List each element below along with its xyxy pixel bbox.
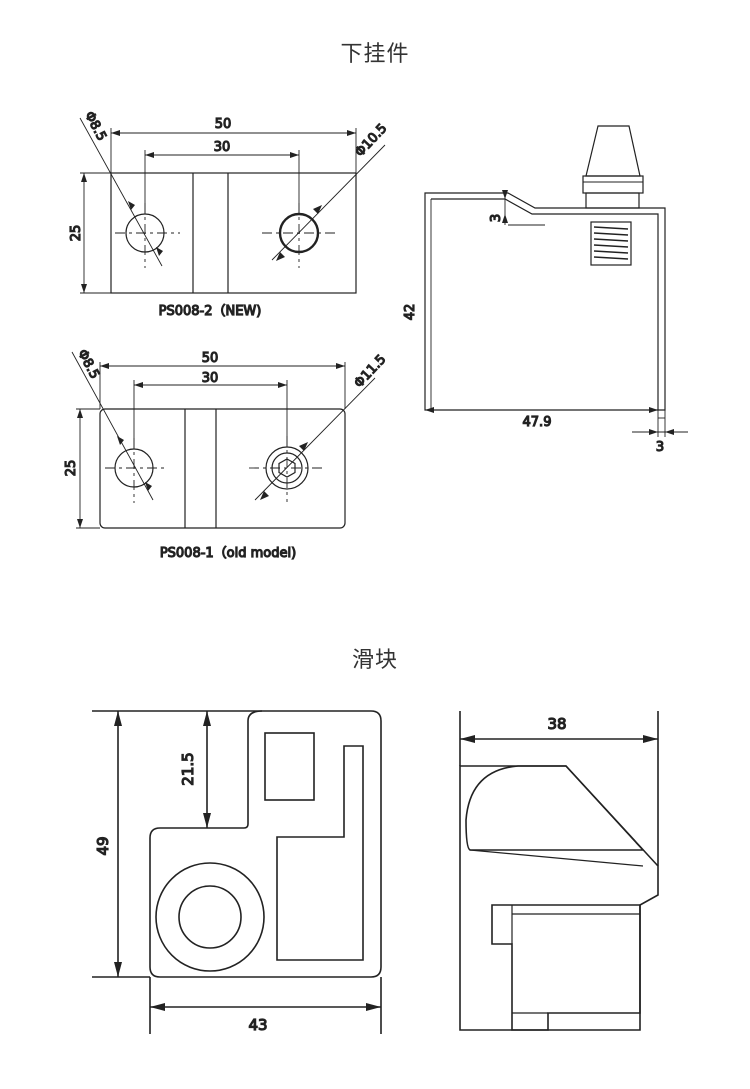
- slider-front-top-label: 21.5: [179, 752, 197, 785]
- hinge-side-thread-lines: [593, 226, 629, 260]
- hinge-side-bolt-base: [582, 175, 644, 194]
- hinge-new-centerlines: [115, 203, 338, 268]
- hinge-side-height-label: 42: [403, 304, 418, 321]
- slider-front-l-pocket: [276, 745, 364, 961]
- hinge-old-right-leader: [254, 377, 376, 501]
- hinge-side-plate-outer: [424, 192, 666, 411]
- hinge-old-caption: PS008-1（old model): [160, 546, 296, 561]
- hinge-new-drawing: [79, 117, 386, 294]
- slider-front-drawing: [149, 710, 382, 978]
- hinge-new-right-dia-label: Φ10.5: [353, 121, 391, 160]
- hinge-side-drawing: [424, 125, 688, 437]
- hinge-new-width-label: 50: [215, 117, 232, 132]
- hinge-old-width-label: 50: [202, 351, 219, 366]
- slider-front-height-label: 49: [94, 836, 112, 855]
- section-title-slider: 滑块: [351, 648, 398, 673]
- slider-side-width-label: 38: [547, 715, 566, 733]
- hinge-side-plate-inner: [431, 198, 659, 410]
- slider-side-dims: [459, 711, 659, 866]
- slider-side-drawing: [459, 765, 659, 1031]
- hinge-new-right-leader: [271, 144, 386, 261]
- slider-front-boss-inner: [178, 885, 242, 949]
- hinge-new-left-leader: [79, 117, 163, 267]
- slider-front-outline: [149, 710, 382, 978]
- hinge-old-drawing: [71, 351, 376, 529]
- hinge-new-spacing-label: 30: [214, 140, 231, 155]
- hinge-side-offset-label: 3: [489, 214, 504, 222]
- hinge-old-spacing-label: 30: [202, 371, 219, 386]
- hinge-side-bolt-collar: [585, 192, 640, 209]
- slider-front-top-window: [264, 732, 315, 801]
- hinge-old-hex-socket: [278, 458, 296, 478]
- section-title-hanger: 下挂件: [340, 42, 410, 67]
- slider-front-dims: [92, 710, 382, 1034]
- hinge-new-body: [110, 172, 357, 294]
- hinge-side-thread: [590, 221, 632, 266]
- hinge-old-height-label: 25: [64, 460, 79, 477]
- slider-front-boss-outer: [155, 862, 265, 972]
- hinge-old-right-dia-label: Φ11.5: [352, 352, 390, 391]
- hinge-new-height-label: 25: [69, 225, 84, 242]
- slider-side-lower-block: [491, 904, 641, 1031]
- hinge-new-caption: PS008-2（NEW): [159, 304, 262, 319]
- hinge-old-left-leader: [71, 351, 154, 501]
- hinge-side-depth-label: 47.9: [523, 415, 552, 430]
- hinge-side-bolt-head: [585, 125, 641, 177]
- slider-side-cap: [465, 765, 645, 851]
- slider-side-outline: [459, 765, 659, 1031]
- hinge-old-body: [99, 408, 346, 529]
- hinge-new-left-dia-label: Φ8.5: [81, 109, 109, 143]
- slider-front-width-label: 43: [248, 1016, 267, 1034]
- hinge-side-thickness-label: 3: [656, 440, 664, 455]
